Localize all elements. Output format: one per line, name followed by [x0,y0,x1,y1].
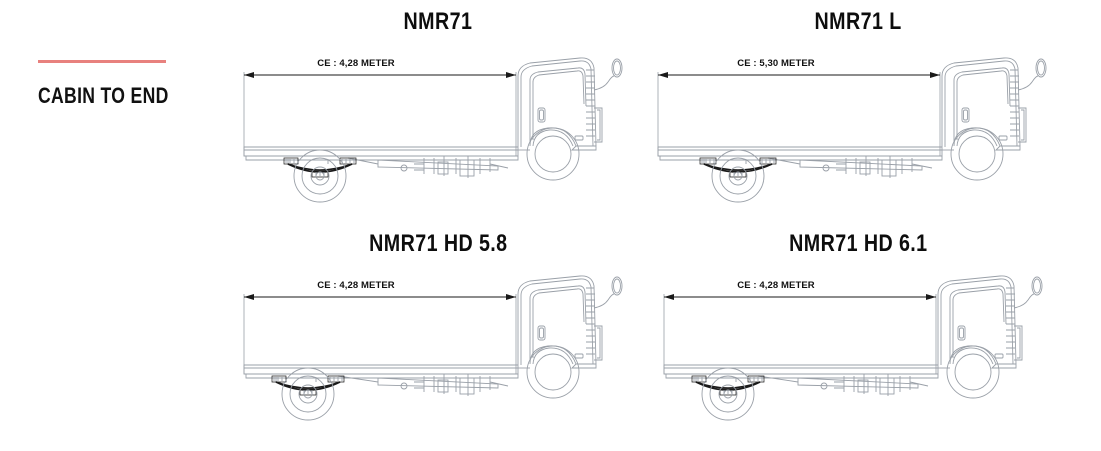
truck-title: NMR71 L [814,8,902,35]
dimension-annotation: CE : 5,30 METER [657,58,941,156]
truck-card: NMR71 HD 5.8 CE : 4,28 METER [228,232,648,447]
truck-title: NMR71 HD 6.1 [788,230,928,257]
truck-side-view [243,57,623,203]
truck-side-view [663,275,1043,421]
dimension-annotation: CE : 4,28 METER [243,280,517,374]
truck-title: NMR71 [403,8,473,35]
truck-card: NMR71 HD 6.1 CE : 4,28 METER [648,232,1068,447]
dimension-annotation: CE : 4,28 METER [663,280,937,374]
truck-drawing: CE : 5,30 METER [648,46,1068,224]
truck-side-view [657,57,1047,203]
section-label: CABIN TO END [38,83,169,108]
section-label-block: CABIN TO END [38,60,228,107]
truck-drawing: CE : 4,28 METER [228,268,648,446]
dimension-label: CE : 4,28 METER [317,280,395,291]
dimension-annotation: CE : 4,28 METER [243,58,517,156]
truck-card: NMR71 L CE : 5,30 METER [648,10,1068,225]
truck-drawing: CE : 4,28 METER [648,268,1068,446]
dimension-label: CE : 4,28 METER [317,58,395,69]
truck-drawing: CE : 4,28 METER [228,46,648,224]
truck-side-view [243,275,623,421]
accent-rule [38,60,166,63]
truck-card: NMR71 CE : 4,28 METER [228,10,648,225]
dimension-label: CE : 4,28 METER [737,280,815,291]
dimension-label: CE : 5,30 METER [737,58,815,69]
truck-title: NMR71 HD 5.8 [368,230,508,257]
